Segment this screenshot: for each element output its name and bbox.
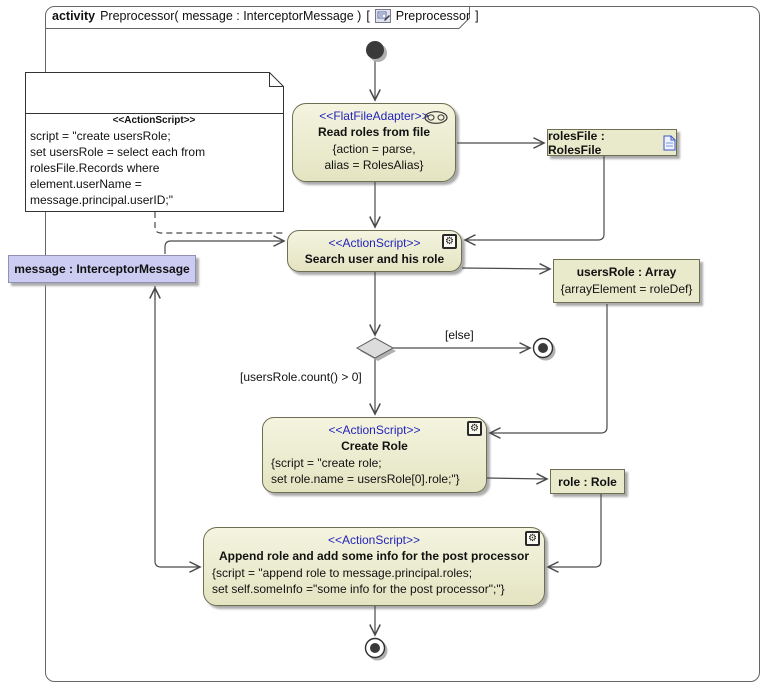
frame-keyword: activity — [52, 9, 96, 23]
gear-icon: ⚙ — [525, 531, 540, 546]
note-line: set usersRole = select each from — [30, 145, 206, 159]
node-body: {script = "create role; set role.name = … — [263, 455, 486, 487]
activity-final-else-core — [538, 343, 548, 353]
document-icon — [663, 135, 676, 150]
frame-title: activity Preprocessor( message : Interce… — [52, 9, 479, 23]
node-stereotype: <<ActionScript>> — [327, 533, 421, 547]
node-name: Search user and his role — [304, 252, 445, 266]
object-label: role : Role — [558, 474, 617, 489]
final-node-shadow — [535, 340, 556, 361]
diagram-icon — [374, 9, 391, 23]
object-label: rolesFile : RolesFile — [548, 128, 605, 157]
note-stereotype: <<ActionScript>> — [112, 115, 196, 126]
edge-rolesfile-to-search[interactable] — [465, 156, 605, 240]
object-label: message : InterceptorMessage — [14, 262, 190, 276]
edge-role-to-append[interactable] — [548, 494, 602, 567]
action-append-role[interactable]: ⚙ <<ActionScript>> Append role and add s… — [203, 527, 545, 606]
note-anchor-line[interactable] — [154, 212, 286, 234]
initial-node[interactable] — [366, 41, 384, 59]
activity-final-bottom-core — [370, 643, 380, 653]
frame-signature: Preprocessor( message : InterceptorMessa… — [100, 9, 362, 23]
decision-shadow — [360, 341, 396, 361]
gear-icon: ⚙ — [442, 234, 457, 249]
note-script-text: script = "create usersRole; set usersRol… — [30, 128, 280, 208]
node-body: {script = "append role to message.princi… — [204, 565, 544, 597]
note-line: element.userName = — [30, 177, 142, 191]
final-node-shadow — [367, 640, 388, 661]
node-body-line: {action = parse, — [332, 142, 416, 156]
object-users-role[interactable]: usersRole : Array {arrayElement = roleDe… — [553, 259, 700, 303]
gear-icon: ⚙ — [467, 421, 482, 436]
node-body-line: {script = "create role; — [271, 456, 382, 470]
action-read-roles-from-file[interactable]: <<FlatFileAdapter>> Read roles from file… — [292, 103, 456, 182]
flat-file-adapter-icon — [424, 111, 448, 124]
object-roles-file[interactable]: rolesFile : RolesFile — [547, 128, 677, 157]
edge-create-role-to-role[interactable] — [486, 478, 547, 479]
action-create-role[interactable]: ⚙ <<ActionScript>> Create Role {script =… — [262, 417, 487, 493]
object-message[interactable]: message : InterceptorMessage — [8, 255, 196, 283]
node-stereotype: <<ActionScript>> — [328, 423, 421, 437]
edge-search-to-usersrole[interactable] — [461, 268, 550, 269]
activity-final-bottom[interactable] — [364, 637, 386, 659]
guard-else: [else] — [445, 328, 474, 342]
object-role[interactable]: role : Role — [550, 469, 625, 494]
node-body: {action = parse, alias = RolesAlias} — [293, 141, 455, 173]
note-line: rolesFile.Records where — [30, 161, 160, 175]
edge-message-to-search[interactable] — [164, 241, 284, 254]
guard-users-role-count: [usersRole.count() > 0] — [240, 370, 362, 384]
note-line: script = "create usersRole; — [30, 129, 171, 143]
note-line: message.principal.userID;" — [30, 193, 173, 207]
edge-message-to-append[interactable] — [154, 286, 200, 567]
frame-bracket-close: ] — [475, 9, 479, 23]
node-body-line: alias = RolesAlias} — [324, 158, 424, 172]
decision-node[interactable] — [355, 337, 395, 359]
frame-diagram-name: Preprocessor — [395, 9, 471, 23]
activity-final-else[interactable] — [532, 337, 554, 359]
note-fold-icon — [269, 72, 284, 87]
frame-bracket-open: [ — [366, 9, 370, 23]
node-name: Create Role — [341, 439, 408, 453]
initial-node-shadow — [369, 44, 387, 62]
object-label: usersRole : Array — [576, 265, 677, 279]
node-name: Append role and add some info for the po… — [218, 549, 530, 563]
node-name: Read roles from file — [317, 125, 431, 139]
node-body-line: set role.name = usersRole[0].role;"} — [271, 472, 460, 486]
object-constraint: {arrayElement = roleDef} — [560, 282, 693, 296]
node-body-line: {script = "append role to message.princi… — [212, 566, 473, 580]
edge-usersrole-to-create-role[interactable] — [490, 304, 608, 433]
node-body-line: set self.someInfo ="some info for the po… — [212, 582, 505, 596]
action-search-user[interactable]: ⚙ <<ActionScript>> Search user and his r… — [287, 230, 462, 272]
node-stereotype: <<ActionScript>> — [328, 236, 421, 250]
